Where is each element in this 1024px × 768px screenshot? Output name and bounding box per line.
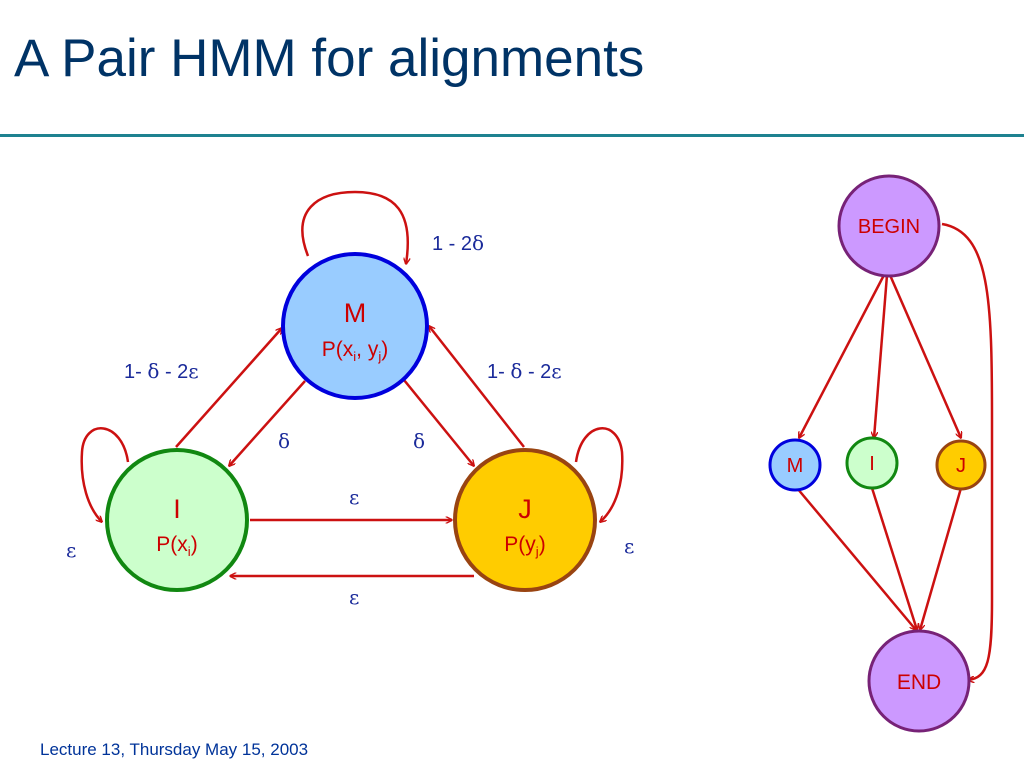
label-i-self: ε (66, 538, 76, 562)
edge-j-self-loop (574, 427, 624, 522)
side-state-m: M (768, 438, 822, 492)
label-j-to-m: 1- δ - 2ε (487, 359, 562, 383)
edge-m-to-i (229, 380, 306, 466)
side-i-label: I (869, 453, 875, 475)
label-m-self: 1 - 2δ (432, 231, 484, 255)
title-divider (0, 134, 1024, 137)
edge-m-to-j (403, 379, 474, 466)
edge-begin-to-i (874, 274, 889, 438)
edge-i-self-loop (80, 427, 130, 522)
edge-begin-to-m (797, 274, 886, 438)
slide-title: A Pair HMM for alignments (14, 29, 645, 88)
state-m-emission: P(xi, yj) (322, 338, 388, 364)
side-begin-label: BEGIN (858, 216, 920, 238)
label-j-self: ε (624, 534, 634, 558)
label-i-to-m: 1- δ - 2ε (124, 359, 199, 383)
side-state-begin: BEGIN (837, 174, 941, 278)
side-state-j: J (935, 439, 987, 491)
edge-j-to-m (429, 326, 525, 448)
state-m: M P(xi, yj) (281, 252, 429, 400)
edge-m-self-loop (301, 190, 407, 264)
state-i: I P(xi) (105, 448, 249, 592)
label-j-to-i: ε (349, 585, 359, 609)
edge-i-to-m (175, 328, 282, 448)
edge-begin-to-j (888, 274, 961, 438)
state-i-name: I (173, 494, 181, 524)
edge-begin-to-end (941, 222, 994, 680)
slide-footer: Lecture 13, Thursday May 15, 2003 (40, 740, 309, 759)
state-m-name: M (344, 298, 367, 328)
edge-i-to-end (870, 487, 917, 630)
side-m-label: M (787, 455, 804, 477)
state-j: J P(yj) (453, 448, 597, 592)
label-i-to-j: ε (349, 485, 359, 509)
state-j-name: J (518, 494, 532, 524)
state-j-emission: P(yj) (504, 533, 545, 559)
state-i-emission: P(xi) (156, 533, 197, 559)
side-state-end: END (867, 629, 971, 733)
label-m-to-j: δ (413, 429, 425, 453)
side-j-label: J (956, 455, 966, 477)
side-state-i: I (845, 436, 899, 490)
side-end-label: END (897, 671, 941, 694)
edge-j-to-end (920, 487, 963, 630)
edge-m-to-end (796, 487, 916, 630)
label-m-to-i: δ (278, 429, 290, 453)
